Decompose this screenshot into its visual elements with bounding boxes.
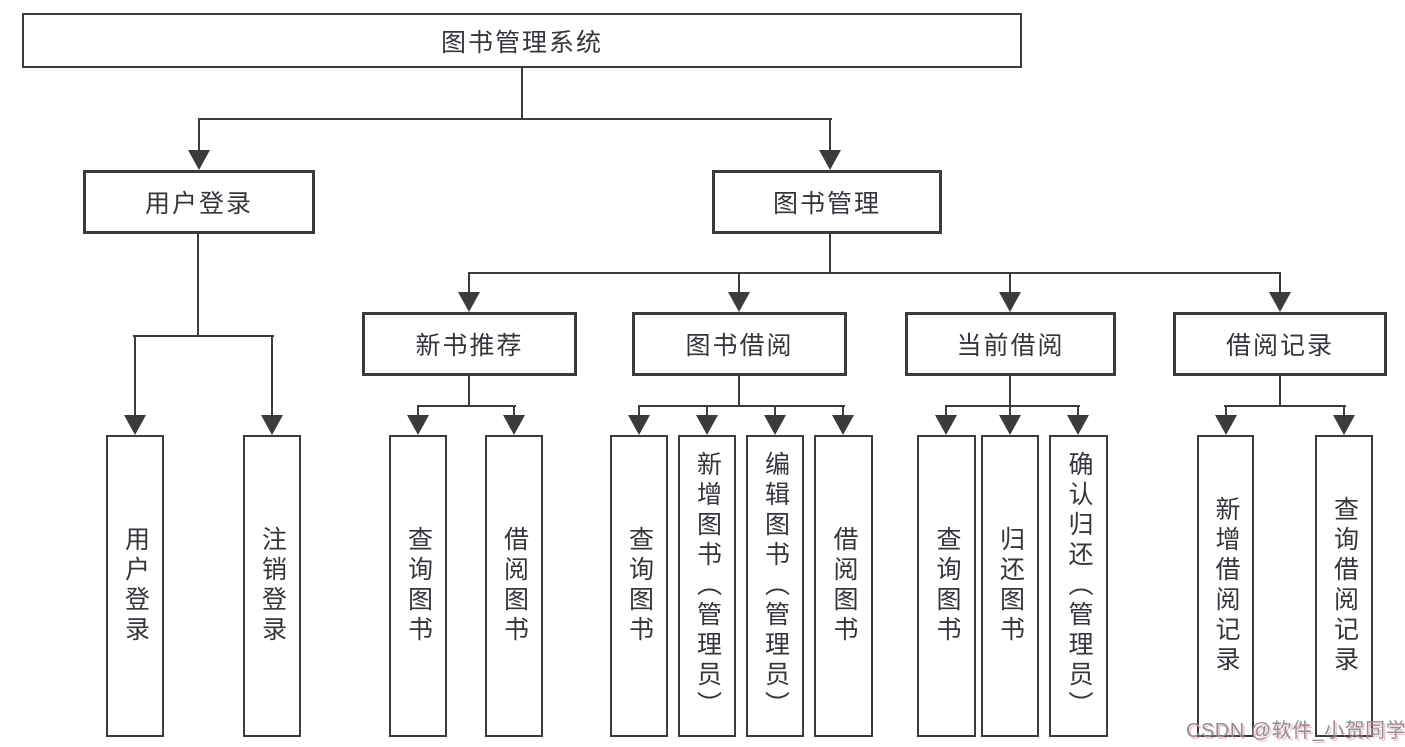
connector-line bbox=[1343, 405, 1345, 415]
arrowhead-icon bbox=[628, 415, 650, 435]
leaf-borrow-books-recommend: 借阅图书 bbox=[485, 435, 543, 737]
connector-line bbox=[829, 233, 831, 274]
connector-line bbox=[1279, 272, 1281, 292]
node-current-borrow: 当前借阅 bbox=[905, 312, 1116, 376]
connector-line bbox=[738, 272, 740, 292]
arrowhead-icon bbox=[728, 292, 750, 312]
connector-line bbox=[1009, 405, 1011, 415]
leaf-confirm-return-admin: 确认归还（管理员） bbox=[1049, 435, 1108, 737]
connector-line bbox=[829, 118, 831, 150]
connector-line bbox=[468, 272, 470, 292]
connector-line bbox=[1225, 405, 1227, 415]
connector-line bbox=[134, 335, 136, 415]
arrowhead-icon bbox=[819, 150, 841, 170]
arrowhead-icon bbox=[458, 292, 480, 312]
connector-line bbox=[774, 405, 776, 415]
connector-line bbox=[706, 405, 708, 415]
connector-line bbox=[521, 68, 523, 119]
arrowhead-icon bbox=[696, 415, 718, 435]
arrowhead-icon bbox=[1269, 292, 1291, 312]
arrowhead-icon bbox=[188, 150, 210, 170]
leaf-query-books-current: 查询图书 bbox=[917, 435, 976, 737]
arrowhead-icon bbox=[1333, 415, 1355, 435]
connector-line bbox=[417, 405, 516, 407]
connector-line bbox=[468, 376, 470, 407]
arrowhead-icon bbox=[407, 415, 429, 435]
connector-line bbox=[513, 405, 515, 415]
leaf-query-borrow-record: 查询借阅记录 bbox=[1315, 435, 1373, 737]
connector-line bbox=[1009, 272, 1011, 292]
connector-line bbox=[1279, 376, 1281, 407]
arrowhead-icon bbox=[1067, 415, 1089, 435]
arrowhead-icon bbox=[1215, 415, 1237, 435]
leaf-logout: 注销登录 bbox=[243, 435, 301, 737]
connector-line bbox=[1224, 405, 1346, 407]
connector-line bbox=[469, 272, 1281, 274]
connector-line bbox=[1009, 376, 1011, 407]
leaf-borrow-books: 借阅图书 bbox=[814, 435, 873, 737]
connector-line bbox=[271, 335, 273, 415]
node-user-login: 用户登录 bbox=[83, 170, 315, 234]
leaf-add-borrow-record: 新增借阅记录 bbox=[1197, 435, 1254, 737]
connector-line bbox=[638, 405, 845, 407]
connector-line bbox=[198, 118, 200, 150]
connector-line bbox=[945, 405, 1080, 407]
connector-line bbox=[638, 405, 640, 415]
leaf-query-books-recommend: 查询图书 bbox=[389, 435, 447, 737]
arrowhead-icon bbox=[999, 415, 1021, 435]
connector-line bbox=[842, 405, 844, 415]
connector-line bbox=[1077, 405, 1079, 415]
leaf-add-book-admin: 新增图书（管理员） bbox=[678, 435, 736, 737]
leaf-edit-book-admin: 编辑图书（管理员） bbox=[746, 435, 804, 737]
leaf-user-login: 用户登录 bbox=[106, 435, 164, 737]
connector-line bbox=[133, 335, 274, 337]
leaf-return-book: 归还图书 bbox=[981, 435, 1039, 737]
arrowhead-icon bbox=[124, 415, 146, 435]
node-library-management-system: 图书管理系统 bbox=[22, 13, 1022, 68]
connector-line bbox=[198, 118, 832, 120]
connector-line bbox=[417, 405, 419, 415]
connector-line bbox=[197, 233, 199, 337]
node-book-borrow: 图书借阅 bbox=[632, 312, 847, 376]
connector-line bbox=[945, 405, 947, 415]
arrowhead-icon bbox=[935, 415, 957, 435]
node-borrow-records: 借阅记录 bbox=[1173, 312, 1387, 376]
arrowhead-icon bbox=[832, 415, 854, 435]
arrowhead-icon bbox=[261, 415, 283, 435]
arrowhead-icon bbox=[503, 415, 525, 435]
node-book-management: 图书管理 bbox=[712, 170, 942, 234]
leaf-query-books-borrow: 查询图书 bbox=[610, 435, 668, 737]
arrowhead-icon bbox=[764, 415, 786, 435]
node-new-book-recommend: 新书推荐 bbox=[362, 312, 577, 376]
connector-line bbox=[738, 376, 740, 407]
arrowhead-icon bbox=[999, 292, 1021, 312]
watermark: CSDN @软件_小贺同学 bbox=[1186, 720, 1405, 742]
